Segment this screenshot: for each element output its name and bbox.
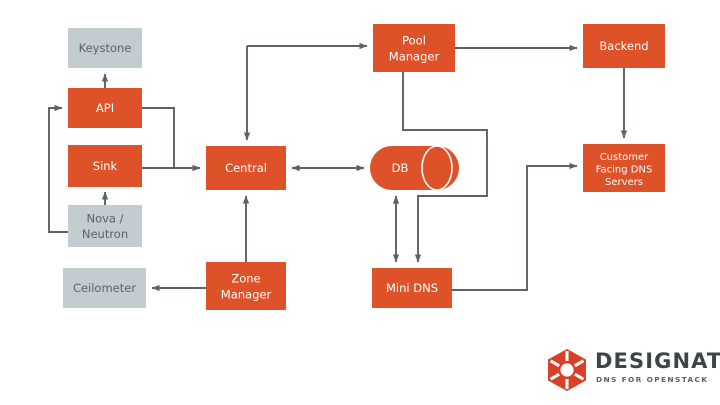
node-mini-dns[interactable]: Mini DNS xyxy=(372,268,452,308)
node-pool-manager-label: Pool xyxy=(402,34,426,48)
node-keystone-label: Keystone xyxy=(79,41,132,55)
node-zone-manager-label-2: Manager xyxy=(221,288,272,302)
node-central[interactable]: Central xyxy=(206,146,286,190)
node-customer-facing-dns-label-2: Facing DNS xyxy=(596,165,653,176)
node-sink-label: Sink xyxy=(93,159,118,173)
node-keystone[interactable]: Keystone xyxy=(68,28,142,68)
node-api[interactable]: API xyxy=(68,88,142,128)
db-cylinder-cap xyxy=(421,145,453,191)
node-customer-facing-dns-label-3: Servers xyxy=(605,177,643,188)
node-ceilometer-label: Ceilometer xyxy=(73,281,136,295)
edge-nova-to-api xyxy=(48,104,68,233)
node-backend[interactable]: Backend xyxy=(583,24,665,68)
node-backend-label: Backend xyxy=(599,39,648,53)
node-customer-facing-dns-label: Customer xyxy=(600,152,649,163)
node-db-label: DB xyxy=(392,161,409,175)
node-nova-neutron[interactable]: Nova / Neutron xyxy=(68,205,142,247)
logo-tagline: DNS FOR OPENSTACK xyxy=(596,375,708,384)
node-pool-manager-label-2: Manager xyxy=(389,50,440,64)
node-nova-neutron-label: Nova / xyxy=(86,212,123,226)
node-mini-dns-label: Mini DNS xyxy=(386,281,438,295)
node-customer-facing-dns[interactable]: Customer Facing DNS Servers xyxy=(583,144,665,192)
designate-logo: DESIGNATE DNS FOR OPENSTACK xyxy=(548,349,720,391)
edge-minidns-to-customer xyxy=(452,162,578,291)
node-nova-neutron-label-2: Neutron xyxy=(82,227,128,241)
node-ceilometer[interactable]: Ceilometer xyxy=(63,268,146,308)
node-central-label: Central xyxy=(225,161,267,175)
node-zone-manager[interactable]: Zone Manager xyxy=(206,262,286,310)
edge-pool-to-minidns xyxy=(402,72,488,263)
node-sink[interactable]: Sink xyxy=(68,145,142,187)
node-zone-manager-label: Zone xyxy=(231,272,260,286)
designate-hexagon-logo-icon xyxy=(548,349,586,391)
node-pool-manager[interactable]: Pool Manager xyxy=(373,24,455,72)
node-api-label: API xyxy=(96,101,114,115)
node-layer: Keystone API Sink Nova / Neutron Cei xyxy=(63,24,665,310)
logo-wordmark: DESIGNATE xyxy=(595,349,720,373)
connector-layer xyxy=(48,42,628,292)
node-db[interactable]: DB xyxy=(370,145,459,191)
edge-api-to-central xyxy=(142,107,201,172)
